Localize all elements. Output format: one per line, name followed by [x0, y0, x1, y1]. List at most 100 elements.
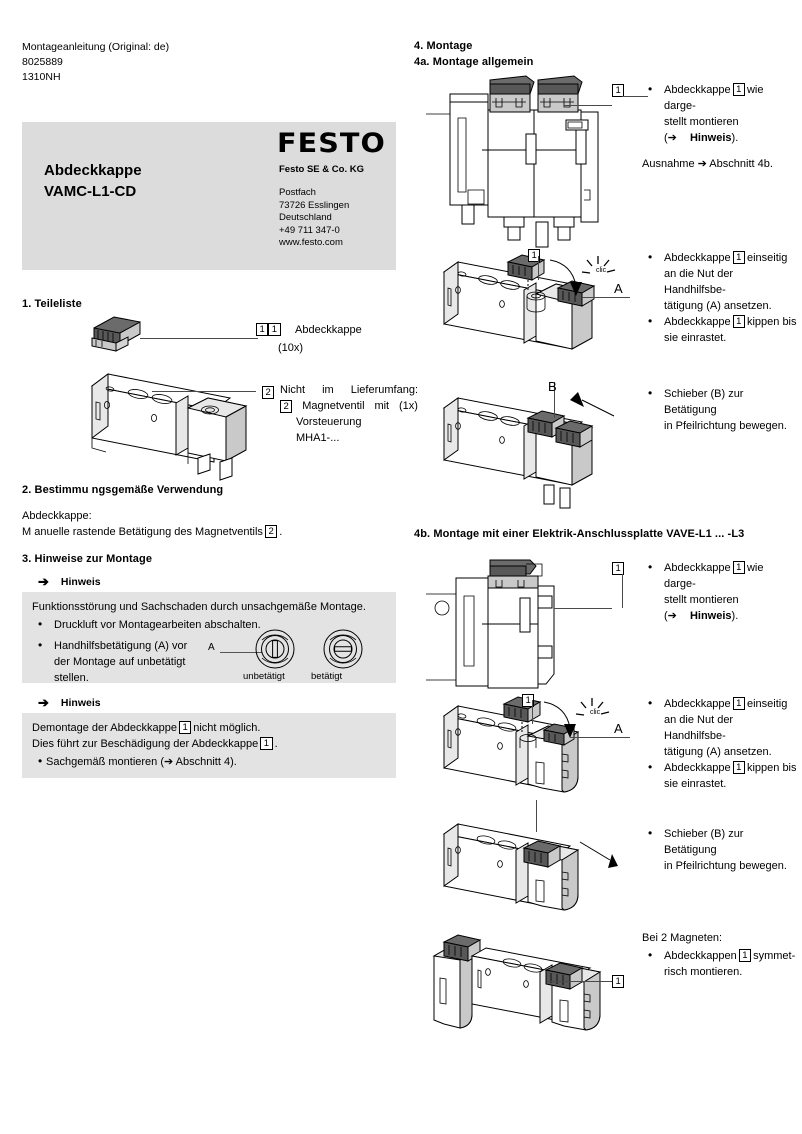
step5-b2-pre: Abdeckkappe: [664, 762, 731, 774]
part2-name-a: Magnetventil: [302, 400, 365, 412]
arrow-right-icon: ➔: [38, 695, 49, 710]
section2-body: Abdeckkappe: M anuelle rastende Betätigu…: [22, 508, 282, 540]
step4-bullet-post: wie darge-: [664, 562, 764, 590]
section1-heading: 1. Teileliste: [22, 298, 82, 310]
title-band: Abdeckkappe VAMC-L1-CD FESTO Festo SE & …: [22, 122, 396, 270]
product-code: VAMC-L1-CD: [44, 183, 137, 200]
leader-line-step4-vertical: [622, 574, 623, 608]
leader-line-step5-a: [570, 737, 630, 738]
part2-not-included-b: im: [322, 384, 334, 396]
part2-number: 2: [280, 400, 293, 413]
notice-1-label: Hinweis: [60, 575, 101, 588]
step2-b1-line3: tätigung (A) ansetzen.: [664, 300, 772, 312]
part1-qty: (10x): [278, 342, 304, 354]
doc-revision: 1310NH: [22, 71, 61, 83]
step3-bullet-1: Schieber (B) zur Betätigung in Pfeilrich…: [642, 385, 797, 434]
step5-b1-pre: Abdeckkappe: [664, 698, 731, 710]
part2-illustration: [80, 358, 265, 488]
step6-text: Schieber (B) zur Betätigung in Pfeilrich…: [642, 824, 797, 874]
leader-line-step4: [554, 608, 612, 609]
step2-callout-box: 1: [528, 249, 541, 262]
step7-illustration: [428, 926, 628, 1051]
step4-bullet-line3: (➔ Hinweis).: [664, 608, 797, 624]
step5-b2-callout: 1: [732, 761, 745, 774]
step1-ref-hinweis: Hinweis: [689, 132, 732, 144]
step2-b2-pre: Abdeckkappe: [664, 316, 731, 328]
notice-1-bullet-2: Handhilfsbetätigung (A) vor der Montage …: [32, 637, 234, 686]
notice-2-bullets: Sachgemäß montieren (➔ Abschnitt 4).: [32, 753, 386, 770]
company-address: Postfach 73726 Esslingen Deutschland +49…: [279, 187, 349, 250]
notice-2-callout-1: 1: [178, 721, 192, 734]
part2-not-included-c: Lieferumfang:: [350, 384, 418, 396]
step1-illustration: [426, 72, 626, 248]
step7-intro: Bei 2 Magneten:: [642, 932, 723, 944]
step4-ref-arrow: (➔: [664, 610, 677, 622]
label-a-step5: A: [614, 721, 623, 736]
address-postfach: Postfach: [279, 187, 316, 198]
step4-bullet-pre: Abdeckkappe: [664, 562, 731, 574]
leader-line-manual-override: [220, 652, 262, 653]
part2-name-b: mit: [374, 400, 390, 412]
svg-text:clic: clic: [590, 709, 601, 716]
part1-callout-b: 1: [268, 323, 281, 336]
manual-override-actuated-caption: betätigt: [311, 671, 343, 682]
part2-name-c: Vorsteuerung: [296, 416, 362, 428]
section2-line2: M anuelle rastende Betätigung des Magnet…: [22, 524, 282, 540]
festo-logo: FESTO: [277, 128, 386, 159]
leader-line-step7: [548, 981, 612, 982]
leader-line-step2-vertical: [538, 256, 539, 280]
section2-line1: Abdeckkappe:: [22, 510, 92, 522]
step3-b1-line1: Schieber (B) zur Betätigung: [664, 388, 744, 416]
step1-exception: Ausnahme ➔ Abschnitt 4b.: [642, 158, 773, 170]
step1-bullet-callout: 1: [732, 83, 745, 96]
product-name: Abdeckkappe: [44, 162, 142, 179]
manual-override-unactuated-icon: [254, 628, 296, 670]
step7-b1-pre: Abdeckkappen: [664, 950, 737, 962]
step7-b1-line2: risch montieren.: [664, 966, 743, 978]
step1-bullet-line3: (➔ Hinweis).: [664, 130, 792, 146]
section4b-heading: 4b. Montage mit einer Elektrik-Anschluss…: [414, 528, 745, 540]
step2-b2-line2: sie einrastet.: [664, 332, 727, 344]
step2-b1-post: einseitig: [746, 252, 788, 264]
part2-callout: 2: [262, 386, 275, 399]
step4-bullet-line2: stellt montieren: [664, 594, 739, 606]
label-b-step3: B: [548, 379, 557, 394]
step5-b1-post: einseitig: [746, 698, 788, 710]
leader-line-step2-a: [582, 297, 630, 298]
leader-line-step1: [564, 105, 612, 106]
step1-bullet-pre: Abdeckkappe: [664, 84, 731, 96]
step5-b1-line3: tätigung (A) ansetzen.: [664, 746, 772, 758]
leader-line-part1: [140, 338, 258, 339]
leader-line-step6-vertical: [536, 800, 537, 832]
leader-line-step3-vertical: [554, 382, 555, 418]
step6-b1-line2: in Pfeilrichtung bewegen.: [664, 860, 787, 872]
step5-b1-line2: an die Nut der Handhilfsbe-: [664, 714, 734, 742]
step1-ref-close: ).: [731, 132, 739, 144]
notice-2-line-1-post: nicht möglich.: [193, 722, 261, 734]
label-a-step2: A: [614, 281, 623, 296]
step4-callout-box: 1: [612, 562, 625, 575]
notice-1-bullet-2-line2: der Montage auf unbetätigt: [54, 656, 186, 668]
step3-text: Schieber (B) zur Betätigung in Pfeilrich…: [642, 384, 797, 434]
address-phone: +49 711 347-0: [279, 224, 340, 236]
step5-callout-box: 1: [522, 694, 535, 707]
leader-line-step1-b: [622, 96, 648, 97]
section2-callout: 2: [264, 525, 278, 538]
step3-illustration: [432, 382, 632, 517]
step1-bullet-post: wie darge-: [664, 84, 764, 112]
section3-heading: 3. Hinweise zur Montage: [22, 553, 153, 565]
notice-1-bullet-2-line1: Handhilfsbetätigung (A) vor: [54, 640, 188, 652]
step5-b1-callout: 1: [732, 697, 745, 710]
notice-2-line-2-post: .: [274, 738, 278, 750]
